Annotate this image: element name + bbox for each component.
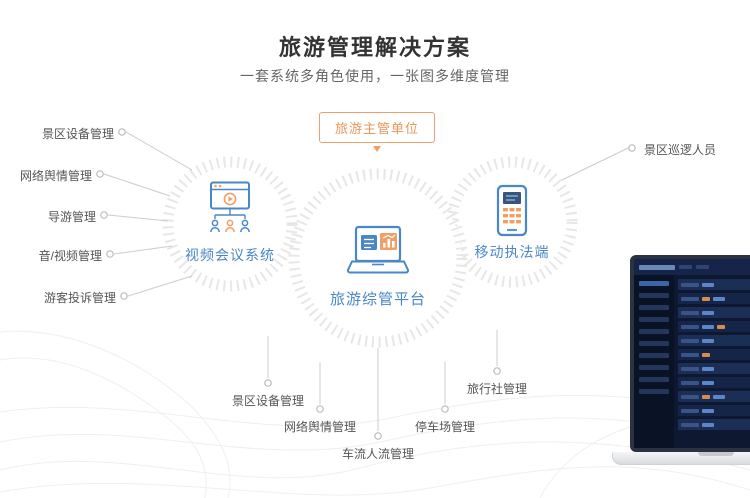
handheld-terminal-icon bbox=[496, 184, 528, 237]
dashboard-row bbox=[678, 349, 750, 360]
connector-dots bbox=[96, 128, 636, 440]
laptop-mockup bbox=[612, 255, 750, 465]
dashboard-sidebar bbox=[634, 275, 674, 448]
feature-label-right-1: 景区巡逻人员 bbox=[644, 143, 717, 157]
dashboard-row bbox=[678, 279, 750, 290]
dashboard-row bbox=[678, 405, 750, 416]
dashboard-row bbox=[678, 307, 750, 318]
dashboard-title-bar bbox=[639, 264, 675, 270]
node-label-mobile: 移动执法端 bbox=[474, 244, 550, 260]
node-label-platform: 旅游综管平台 bbox=[329, 291, 427, 308]
feature-label-bottom-2: 网络舆情管理 bbox=[283, 420, 357, 434]
dashboard-menu-item bbox=[639, 353, 669, 358]
dashboard-body bbox=[634, 275, 750, 448]
laptop-screen bbox=[630, 255, 750, 452]
dashboard-menu-item bbox=[639, 329, 669, 334]
down-arrow-icon bbox=[373, 146, 381, 152]
feature-label-bottom-1: 景区设备管理 bbox=[231, 394, 305, 408]
dashboard-header bbox=[634, 259, 750, 275]
feature-label-left-5: 游客投诉管理 bbox=[43, 291, 116, 305]
feature-label-left-3: 导游管理 bbox=[47, 210, 96, 224]
dashboard-row bbox=[678, 335, 750, 346]
dashboard-main bbox=[674, 275, 750, 448]
top-unit-label: 旅游主管单位 bbox=[318, 112, 436, 143]
dashboard-menu-item bbox=[639, 365, 669, 370]
dashboard-menu-item bbox=[639, 377, 669, 382]
feature-label-bottom-4: 停车场管理 bbox=[414, 420, 476, 434]
dashboard-menu-item bbox=[639, 389, 669, 394]
feature-label-bottom-3: 车流人流管理 bbox=[341, 447, 415, 461]
dashboard-menu-item bbox=[639, 281, 669, 286]
dashboard-row bbox=[678, 419, 750, 430]
feature-label-left-2: 网络舆情管理 bbox=[19, 169, 92, 183]
dashboard-row bbox=[678, 377, 750, 388]
dashboard-row bbox=[678, 321, 750, 332]
feature-label-bottom-5: 旅行社管理 bbox=[466, 382, 528, 396]
laptop-base bbox=[612, 452, 750, 465]
page-title: 旅游管理解决方案 bbox=[278, 35, 471, 60]
dashboard-nav-chip bbox=[696, 265, 709, 269]
dashboard-menu-item bbox=[639, 317, 669, 322]
dashboard-menu-item bbox=[639, 341, 669, 346]
laptop-dashboard-icon bbox=[346, 225, 410, 274]
dashboard-menu-item bbox=[639, 293, 669, 298]
connector-lines bbox=[103, 131, 629, 431]
dashboard-menu-item bbox=[639, 305, 669, 310]
video-conference-icon bbox=[210, 181, 250, 233]
dashboard-nav-chip bbox=[679, 265, 692, 269]
dashboard-row bbox=[678, 363, 750, 374]
node-label-video-conference: 视频会议系统 bbox=[185, 247, 275, 263]
feature-label-left-4: 音/视频管理 bbox=[38, 249, 102, 263]
page-subtitle: 一套系统多角色使用，一张图多维度管理 bbox=[240, 68, 510, 84]
feature-label-left-1: 景区设备管理 bbox=[41, 127, 114, 141]
dashboard-row bbox=[678, 293, 750, 304]
dashboard-row bbox=[678, 391, 750, 402]
